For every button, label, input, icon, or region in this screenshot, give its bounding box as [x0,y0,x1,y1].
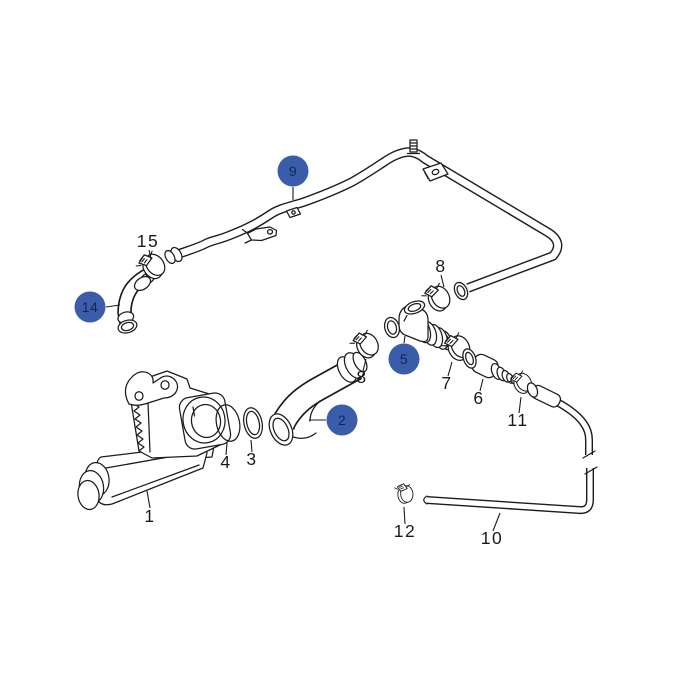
part-number-label: 14 [82,299,99,315]
part-number-label: 2 [338,412,346,428]
leader-line [105,304,121,308]
highlight-circle[interactable] [277,155,309,187]
callout-7-7: 7 [441,361,453,393]
leader-line [225,442,228,456]
part-number-label: 1 [144,506,155,526]
part-number-label: 11 [507,410,528,430]
part-number-label: 7 [441,373,452,393]
part-oring-3 [243,407,263,439]
leader-line [403,506,406,525]
part-clamp-8-upper [419,279,455,317]
part-number-label: 8 [435,256,446,276]
callout-8-6: 8 [356,358,367,387]
part-vent-hose-10 [423,382,598,515]
callout-10-11: 10 [481,512,503,548]
part-number-label: 8 [356,367,367,387]
part-oring-4 [215,404,241,442]
part-number-label: 6 [473,388,484,408]
leader-line [492,512,501,532]
part-number-label: 4 [220,452,231,472]
leader-line [447,361,453,377]
callout-1-12: 1 [144,490,155,526]
part-breather-pipe-9 [164,139,563,301]
part-number-label: 10 [481,528,503,548]
pipe-bracket [422,162,449,182]
callout-5-2[interactable]: 5 [388,335,420,375]
leader-line [250,439,253,453]
leader-line [403,335,406,344]
leader-line [148,249,152,260]
callout-15-4: 15 [137,231,159,260]
part-number-label: 3 [246,449,257,469]
leader-line [518,396,522,414]
part-number-label: 5 [400,351,408,367]
highlight-circle[interactable] [326,404,358,436]
leader-line [362,358,367,372]
highlight-circle[interactable] [74,291,106,323]
pipe-clip [285,206,302,219]
callout-2-3[interactable]: 2 [309,404,358,436]
callout-9-0[interactable]: 9 [277,155,309,201]
highlight-circle[interactable] [388,343,420,375]
part-elbow-hose-2 [268,351,368,446]
part-valve-6 [462,348,517,385]
part-clamp-12 [393,482,415,505]
leader-line [440,274,445,288]
leader-line [479,378,484,392]
pipe-wing-bracket [241,226,278,244]
part-number-label: 9 [289,163,297,179]
callout-12-10: 12 [394,506,416,541]
callout-14-1[interactable]: 14 [74,291,121,323]
part-t-connector-5 [383,300,452,351]
callout-11-9: 11 [507,396,528,430]
part-number-label: 12 [394,521,416,541]
callout-8-5: 8 [435,256,446,288]
callout-3-14: 3 [246,439,257,469]
pipe-nipple [406,139,421,155]
callout-4-13: 4 [220,442,231,472]
callout-6-8: 6 [473,378,484,408]
part-number-label: 15 [137,231,159,251]
leader-line [146,490,151,509]
part-oil-separator-1 [77,370,232,511]
